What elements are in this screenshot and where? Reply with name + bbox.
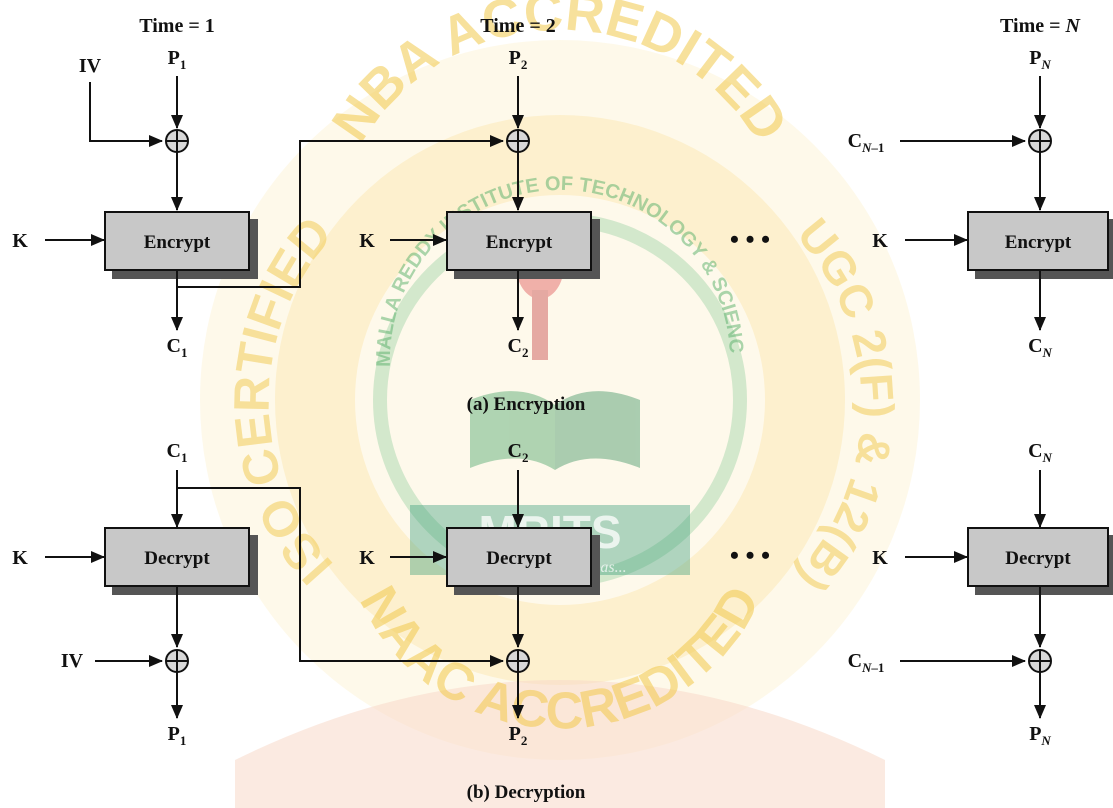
encrypt-box-1-label: Encrypt <box>144 232 211 253</box>
dec-p1-label: P1 <box>168 723 187 748</box>
dec-p2-label: P2 <box>509 723 528 748</box>
dec-cn-1-label: CN–1 <box>848 650 885 675</box>
decrypt-box-n <box>967 527 1109 587</box>
header-time-n: Time = N <box>1000 15 1081 37</box>
watermark-ribbon <box>235 680 885 808</box>
encrypt-box-2 <box>446 211 592 271</box>
encrypt-box-n <box>967 211 1109 271</box>
dec-xor-icon-2 <box>506 649 530 673</box>
watermark-inner-disc <box>355 195 765 605</box>
dec-k2-label: K <box>359 547 375 569</box>
dec-ellipsis: • • • <box>730 541 770 570</box>
decrypt-box-1-label: Decrypt <box>144 548 210 569</box>
encryption-caption: (a) Encryption <box>467 394 586 415</box>
enc-p1-label: P1 <box>168 47 187 72</box>
enc-pn-label: PN <box>1029 47 1051 72</box>
decrypt-box-1 <box>104 527 250 587</box>
encrypt-box-2-label: Encrypt <box>486 232 553 253</box>
decryption-caption: (b) Decryption <box>467 782 586 803</box>
enc-cn-1-label: CN–1 <box>848 130 885 155</box>
decrypt-box-2-label: Decrypt <box>486 548 552 569</box>
header-time-1: Time = 1 <box>139 15 214 37</box>
dec-iv-label: IV <box>61 650 84 672</box>
dec-xor-icon-n <box>1028 649 1052 673</box>
enc-chain-arrow-c1 <box>177 135 504 288</box>
dec-pn-label: PN <box>1029 723 1051 748</box>
decrypt-box-n-label: Decrypt <box>1005 548 1071 569</box>
dec-k1-label: K <box>12 547 28 569</box>
enc-k1-label: K <box>12 230 28 252</box>
enc-xor-icon-2 <box>506 129 530 153</box>
watermark-book-icon <box>470 391 640 470</box>
dec-c2-label: C2 <box>508 440 529 465</box>
enc-c2-label: C2 <box>508 335 529 360</box>
header-time-2: Time = 2 <box>480 15 555 37</box>
enc-k2-label: K <box>359 230 375 252</box>
dec-chain-arrow-c1 <box>177 487 504 667</box>
enc-p2-label: P2 <box>509 47 528 72</box>
decrypt-box-2 <box>446 527 592 587</box>
enc-cn-label: CN <box>1028 335 1052 360</box>
decryption-section: C1 K Decrypt IV P1 C2 K Decrypt <box>12 440 1113 803</box>
dec-c1-label: C1 <box>167 440 188 465</box>
encrypt-box-n-label: Encrypt <box>1005 232 1072 253</box>
dec-xor-icon-1 <box>165 649 189 673</box>
enc-kn-label: K <box>872 230 888 252</box>
encrypt-box-1 <box>104 211 250 271</box>
enc-iv-arrow <box>89 82 163 147</box>
enc-ellipsis: • • • <box>730 225 770 254</box>
enc-iv-label: IV <box>79 55 102 77</box>
encryption-section: IV P1 K Encrypt C1 P2 K Encrypt <box>12 47 1113 415</box>
dec-cn-label: CN <box>1028 440 1052 465</box>
enc-xor-icon-1 <box>165 129 189 153</box>
dec-kn-label: K <box>872 547 888 569</box>
enc-c1-label: C1 <box>167 335 188 360</box>
enc-xor-icon-n <box>1028 129 1052 153</box>
